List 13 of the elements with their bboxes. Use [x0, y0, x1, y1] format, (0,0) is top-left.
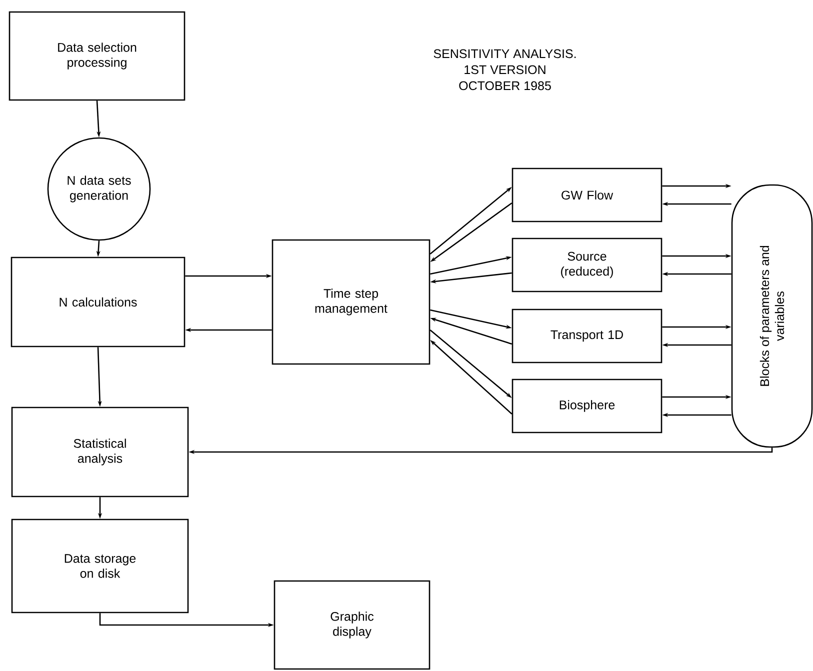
process-box: Data selection processing [8, 11, 186, 101]
title: SENSITIVITY ANALYSIS. [434, 49, 576, 58]
process-box: Biosphere [512, 378, 662, 434]
process-box: Transport 1D [512, 308, 662, 364]
process-box: Data storage on disk [11, 518, 189, 614]
process-box: Graphic display [274, 580, 430, 670]
process-box: Statistical analysis [11, 406, 189, 498]
process-box: Time step management [272, 239, 430, 365]
process-box: GW Flow [512, 168, 662, 222]
process-box: Source (reduced) [512, 238, 662, 292]
process-box: N calculations [10, 256, 186, 348]
subtitle: OCTOBER 1985 [459, 81, 551, 90]
subtitle: 1ST VERSION [464, 65, 546, 74]
